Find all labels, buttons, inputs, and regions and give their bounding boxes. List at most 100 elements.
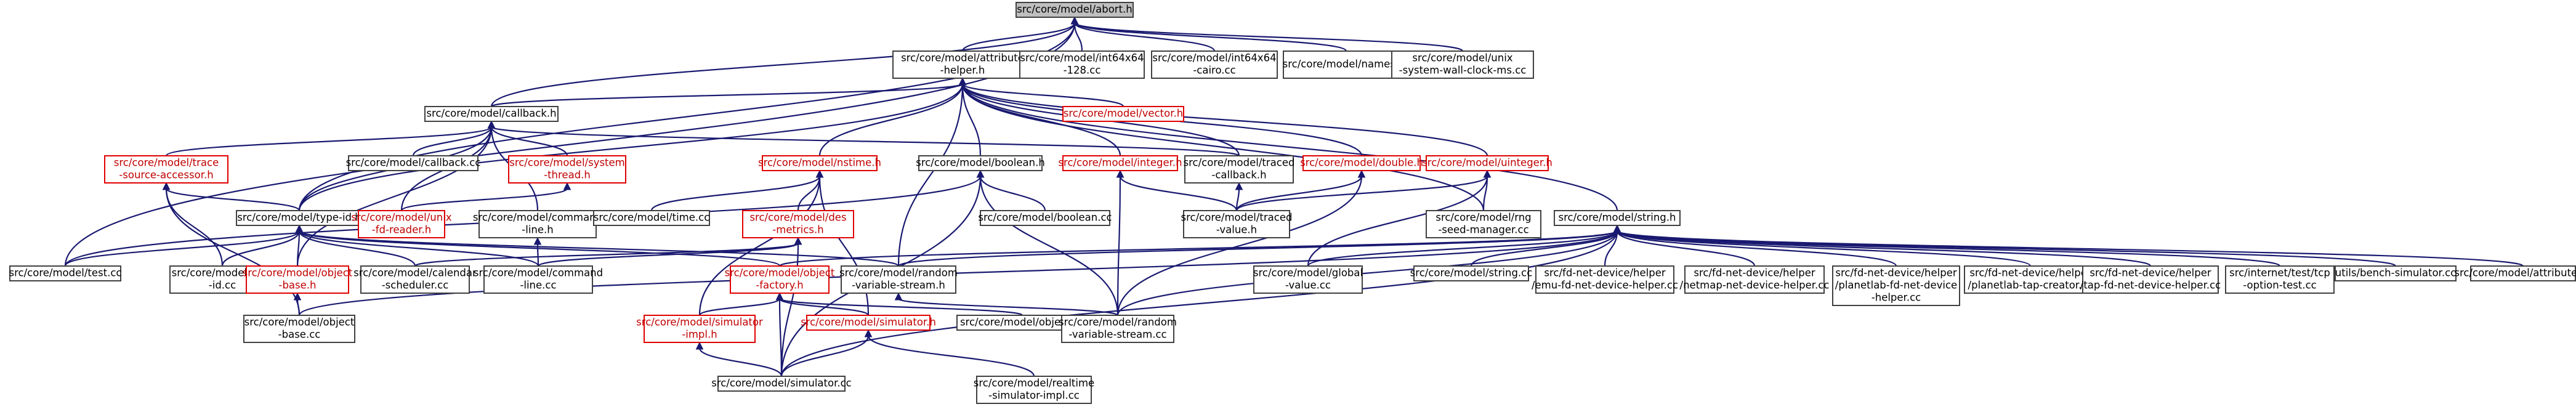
file-node-double[interactable]: src/core/model/double.h: [1300, 155, 1423, 171]
file-node-boolean[interactable]: src/core/model/boolean.h: [916, 155, 1045, 171]
edge-line: [698, 297, 781, 317]
node-box: [1253, 265, 1363, 294]
node-label: src/core/model/boolean.h: [916, 156, 1045, 168]
node-label: src/core/model/unix: [1412, 52, 1512, 63]
file-node-random-variable-stream-h[interactable]: src/core/model/random-variable-stream.h: [839, 265, 958, 294]
node-label: /planetlab-fd-net-device: [1835, 279, 1957, 291]
file-node-abort[interactable]: src/core/model/abort.h: [1015, 2, 1134, 18]
file-node-traced-callback[interactable]: src/core/model/traced-callback.h: [1184, 155, 1295, 184]
node-label: src/core/model/object: [244, 316, 355, 328]
file-node-boolean-cc[interactable]: src/core/model/boolean.cc: [978, 210, 1112, 226]
node-label: src/core/model/command: [473, 211, 602, 223]
node-label: src/core/model/realtime: [974, 377, 1094, 389]
node-label: -scheduler.cc: [382, 279, 449, 291]
file-node-unix-fd-reader[interactable]: src/core/model/unix-fd-reader.h: [351, 210, 452, 238]
file-node-command-line-h[interactable]: src/core/model/command-line.h: [473, 210, 602, 238]
file-node-des-metrics[interactable]: src/core/model/des-metrics.h: [742, 210, 854, 238]
node-label: src/internet/test/tcp: [2229, 267, 2330, 278]
node-box: [2225, 265, 2335, 294]
node-box: [348, 155, 478, 171]
file-node-simulator-h[interactable]: src/core/model/simulator.h: [801, 315, 936, 331]
node-label: -source-accessor.h: [119, 169, 213, 180]
file-node-system-thread[interactable]: src/core/model/system-thread.h: [508, 155, 626, 184]
file-node-integer[interactable]: src/core/model/integer.h: [1058, 155, 1182, 171]
node-label: src/core/model/unix: [351, 211, 451, 223]
edge-system-thread-to-callback: [487, 120, 568, 156]
file-node-type-id[interactable]: src/core/model/type-id.h: [236, 210, 363, 226]
node-label: -value.h: [1216, 224, 1257, 235]
node-box: [483, 265, 593, 294]
file-node-global-value[interactable]: src/core/model/global-value.cc: [1253, 265, 1363, 294]
edge-arrowhead: [533, 236, 542, 245]
file-node-uinteger[interactable]: src/core/model/uinteger.h: [1422, 155, 1552, 171]
node-label: src/core/model/int64x64: [1152, 52, 1276, 63]
edge-bench-simulator-to-string-h: [1613, 224, 2397, 267]
edge-simulator-cc-to-object-factory: [775, 292, 784, 377]
file-node-string-cc[interactable]: src/core/model/string.cc: [1410, 265, 1533, 281]
edge-line: [1073, 22, 1464, 52]
node-box: [730, 265, 830, 294]
file-node-test-cc[interactable]: src/core/model/test.cc: [9, 265, 122, 281]
file-node-planetlab-tap[interactable]: src/fd-net-device/helper/planetlab-tap-c…: [1964, 265, 2097, 294]
node-box: [1062, 155, 1178, 171]
file-node-string-h[interactable]: src/core/model/string.h: [1554, 210, 1681, 226]
file-node-trace-source-accessor[interactable]: src/core/model/trace-source-accessor.h: [104, 155, 228, 184]
file-node-int64x64-cairo[interactable]: src/core/model/int64x64-cairo.cc: [1151, 50, 1278, 79]
file-node-nstime[interactable]: src/core/model/nstime.h: [758, 155, 881, 171]
node-box: [892, 50, 1033, 79]
node-label: -128.cc: [1064, 64, 1101, 76]
file-node-simulator-cc[interactable]: src/core/model/simulator.cc: [711, 376, 852, 392]
node-label: -variable-stream.cc: [1068, 328, 1166, 340]
file-node-tap-fd[interactable]: src/fd-net-device/helper/tap-fd-net-devi…: [2080, 265, 2221, 294]
file-node-command-line-cc[interactable]: src/core/model/command-line.cc: [474, 265, 603, 294]
file-node-realtime-simulator-impl[interactable]: src/core/model/realtime-simulator-impl.c…: [974, 376, 1094, 404]
node-box: [1684, 265, 1825, 294]
file-node-bench-simulator[interactable]: utils/bench-simulator.cc: [2335, 265, 2457, 281]
node-box: [918, 155, 1043, 171]
node-box: [1535, 265, 1674, 294]
file-node-rng-seed-manager[interactable]: src/core/model/rng-seed-manager.cc: [1426, 210, 1541, 238]
edge-command-line-cc-to-command-line-h: [533, 236, 542, 267]
edge-line: [867, 335, 1035, 377]
file-node-callback-cc[interactable]: src/core/model/callback.cc: [346, 155, 481, 171]
node-box: [976, 376, 1092, 404]
node-label: src/core/model/simulator.h: [801, 316, 936, 328]
edge-line: [1116, 230, 1618, 316]
edge-line: [1616, 230, 2032, 267]
edge-object-base-h-to-callback: [296, 120, 496, 267]
file-node-attribute-helper[interactable]: src/core/model/attribute-helper.h: [892, 50, 1033, 79]
node-box: [1183, 210, 1290, 238]
edge-line: [979, 176, 1046, 211]
node-box: [1413, 265, 1529, 281]
file-node-unix-wall-clock[interactable]: src/core/model/unix-system-wall-clock-ms…: [1391, 50, 1534, 79]
file-nodes: src/core/model/abort.h src/core/model/att…: [9, 2, 2576, 404]
file-node-names[interactable]: src/core/model/names.cc: [1283, 50, 1410, 79]
node-label: src/core/model/object.cc: [960, 316, 1084, 328]
file-node-netmap-fd[interactable]: src/fd-net-device/helper/netmap-net-devi…: [1680, 265, 1830, 294]
edge-line: [1119, 176, 1238, 211]
file-node-callback[interactable]: src/core/model/callback.h: [424, 106, 559, 122]
file-node-traced-value[interactable]: src/core/model/traced-value.h: [1181, 210, 1293, 238]
file-node-object-base-h[interactable]: src/core/model/object-base.h: [243, 265, 353, 294]
edge-unix-wall-clock-to-abort: [1070, 16, 1464, 52]
node-box: [1391, 50, 1534, 79]
file-node-calendar-scheduler[interactable]: src/core/model/calendar-scheduler.cc: [353, 265, 477, 294]
edge-realtime-simulator-impl-to-simulator-h: [864, 329, 1035, 377]
file-node-object-factory[interactable]: src/core/model/object-factory.h: [725, 265, 835, 294]
file-node-int64x64-128[interactable]: src/core/model/int64x64-128.cc: [1019, 50, 1145, 79]
file-node-attribute-cc[interactable]: src/core/model/attribute.cc: [2454, 265, 2576, 281]
edge-line: [897, 230, 1618, 267]
node-label: -seed-manager.cc: [1438, 224, 1528, 235]
file-node-time-cc[interactable]: src/core/model/time.cc: [593, 210, 710, 226]
file-node-random-variable-stream-cc[interactable]: src/core/model/random-variable-stream.cc: [1059, 315, 1177, 343]
node-label: src/core/model/trace: [114, 156, 219, 168]
file-node-vector[interactable]: src/core/model/vector.h: [1062, 106, 1184, 122]
file-node-emu-fd[interactable]: src/fd-net-device/helper/emu-fd-net-devi…: [1532, 265, 1678, 294]
file-node-tcp-option-test[interactable]: src/internet/test/tcp-option-test.cc: [2225, 265, 2335, 294]
node-label: -impl.h: [682, 328, 717, 340]
file-node-object-base-cc[interactable]: src/core/model/object-base.cc: [243, 315, 355, 343]
node-label: src/core/model/string.cc: [1410, 267, 1533, 278]
file-node-simulator-impl[interactable]: src/core/model/simulator-impl.h: [636, 315, 763, 343]
file-node-planetlab-fd[interactable]: src/fd-net-device/helper/planetlab-fd-ne…: [1832, 265, 1960, 306]
node-box: [742, 210, 854, 238]
